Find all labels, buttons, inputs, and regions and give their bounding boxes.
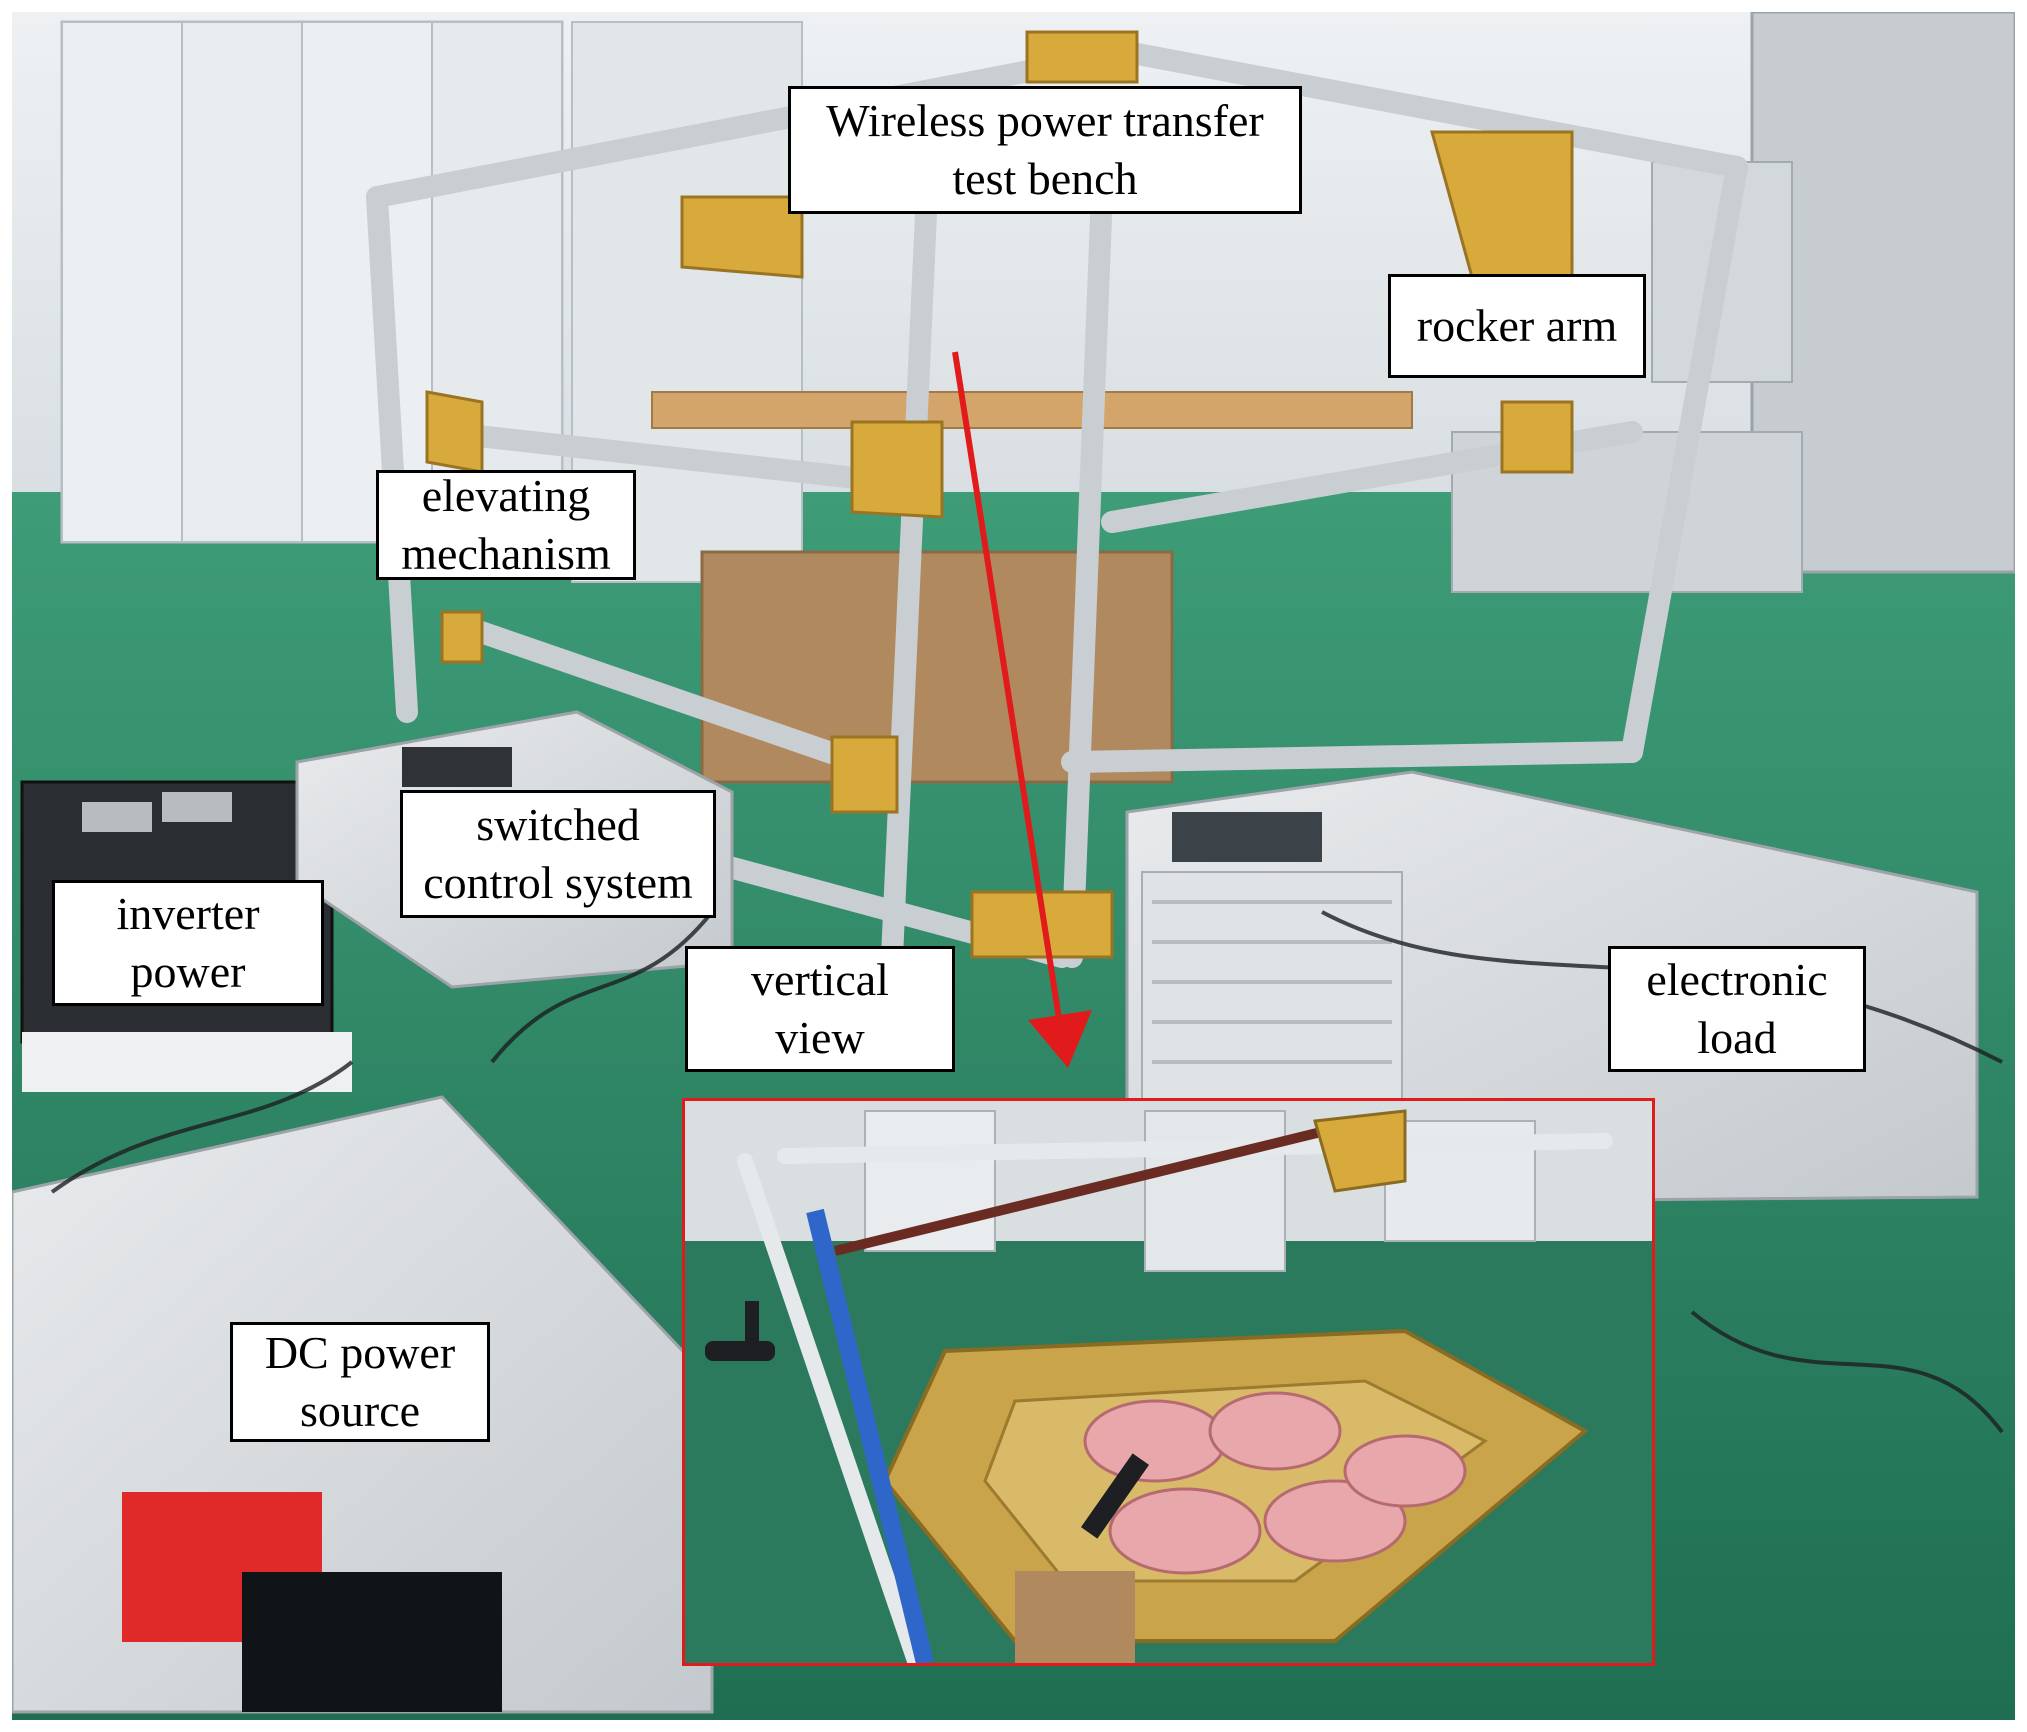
electronic-load-unit (1125, 770, 1979, 1204)
label-electronic-load: electronic load (1608, 946, 1866, 1072)
label-inverter-power: inverter power (52, 880, 324, 1006)
label-test-bench-line2: test bench (952, 153, 1138, 204)
lab-photo (12, 12, 2015, 1720)
label-elevating-line1: elevating (421, 470, 591, 521)
label-elevating-mechanism: elevating mechanism (376, 470, 636, 580)
label-rocker-arm: rocker arm (1388, 274, 1646, 378)
label-elevating-line2: mechanism (401, 528, 611, 579)
coils (1083, 1391, 1467, 1575)
label-dc-line1: DC power (264, 1327, 456, 1378)
label-switched-control-system: switched control system (400, 790, 716, 918)
lab-scene (12, 12, 2015, 1720)
right-cabinet (1451, 12, 2015, 593)
label-inverter-line2: power (130, 946, 246, 997)
label-dc-line2: source (299, 1385, 421, 1436)
label-switched-line1: switched (476, 799, 640, 850)
wooden-shelf (651, 391, 1413, 429)
label-vertical-line1: vertical (751, 954, 889, 1005)
label-rocker-arm-text: rocker arm (1416, 300, 1618, 351)
label-dc-power-source: DC power source (230, 1322, 490, 1442)
crank-handle-icon (705, 1301, 1150, 1539)
label-vertical-line2: view (775, 1012, 865, 1063)
label-inverter-line1: inverter (116, 888, 260, 939)
label-electronic-line1: electronic (1646, 954, 1828, 1005)
label-electronic-line2: load (1697, 1012, 1777, 1063)
switchgear-cabinets (60, 20, 803, 583)
label-test-bench-line1: Wireless power transfer (826, 95, 1264, 146)
inset-scene (685, 1101, 1652, 1663)
label-switched-line2: control system (423, 857, 693, 908)
label-test-bench: Wireless power transfer test bench (788, 86, 1302, 214)
label-vertical-view: vertical view (685, 946, 955, 1072)
vertical-view-inset (682, 1098, 1655, 1666)
